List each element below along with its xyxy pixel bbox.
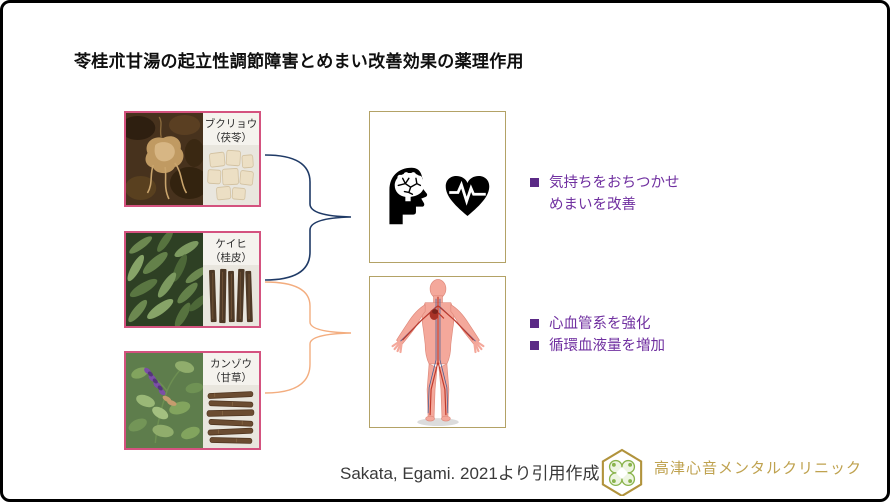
herb-label: カンゾウ （甘草） (203, 353, 259, 385)
herb-name-kanji: （茯苓） (210, 132, 253, 144)
bullet-item: 心血管系を強化 (530, 313, 770, 335)
clinic-hexagon-clover-logo (600, 448, 644, 496)
heart-pulse-icon (444, 173, 491, 224)
square-bullet-icon (530, 319, 539, 328)
square-bullet-icon (530, 178, 539, 187)
poria-root-in-soil-photo (126, 113, 204, 205)
herb-side-panel: ブクリョウ （茯苓） (203, 113, 259, 205)
herb-label: ブクリョウ （茯苓） (203, 113, 259, 145)
dried-cinnamon-bark-photo (203, 265, 259, 326)
bullet-line: 気持ちをおちつかせ (549, 175, 680, 191)
dried-licorice-roots-photo (203, 385, 259, 448)
herb-side-panel: カンゾウ （甘草） (203, 353, 259, 448)
circulation-effect-bullets: 心血管系を強化 循環血液量を増加 (530, 313, 770, 357)
herb-name-kana: ブクリョウ (204, 118, 258, 130)
mental-effect-bullets: 気持ちをおちつかせ めまいを改善 (530, 172, 770, 216)
herb-card-kanzo: カンゾウ （甘草） (124, 351, 261, 450)
human-circulation-figure (391, 279, 484, 427)
bullet-line: めまいを改善 (549, 197, 636, 213)
mental-icons-row (385, 166, 491, 231)
herb-card-keihi: ケイヒ （桂皮） (124, 231, 261, 328)
brace-orange-circulation (264, 281, 352, 394)
bullet-line: 循環血液量を増加 (549, 338, 665, 354)
brace-blue-mental (264, 154, 352, 281)
page-title: 苓桂朮甘湯の起立性調節障害とめまい改善効果の薬理作用 (74, 52, 524, 71)
connector-braces (264, 154, 352, 394)
clinic-name: 高津心音メンタルクリニック (654, 460, 863, 477)
square-bullet-icon (530, 341, 539, 350)
brain-head-icon (385, 166, 431, 231)
herb-name-kana: カンゾウ (210, 358, 253, 370)
herb-name-kanji: （甘草） (210, 372, 253, 384)
cinnamon-leaves-photo (126, 233, 204, 326)
herb-side-panel: ケイヒ （桂皮） (203, 233, 259, 326)
herb-name-kana: ケイヒ (215, 238, 247, 250)
licorice-plant-photo (126, 353, 204, 448)
circulation-effect-box (369, 276, 506, 428)
herb-label: ケイヒ （桂皮） (203, 233, 259, 265)
herb-name-kanji: （桂皮） (210, 252, 253, 264)
citation-text: Sakata, Egami. 2021より引用作成 (340, 464, 600, 483)
bullet-line: 心血管系を強化 (549, 316, 651, 332)
dried-poria-cubes-photo (203, 145, 259, 205)
bullet-item: 気持ちをおちつかせ めまいを改善 (530, 172, 770, 216)
mental-effect-box (369, 111, 506, 263)
bullet-item: 循環血液量を増加 (530, 335, 770, 357)
herb-card-bukuryo: ブクリョウ （茯苓） (124, 111, 261, 207)
